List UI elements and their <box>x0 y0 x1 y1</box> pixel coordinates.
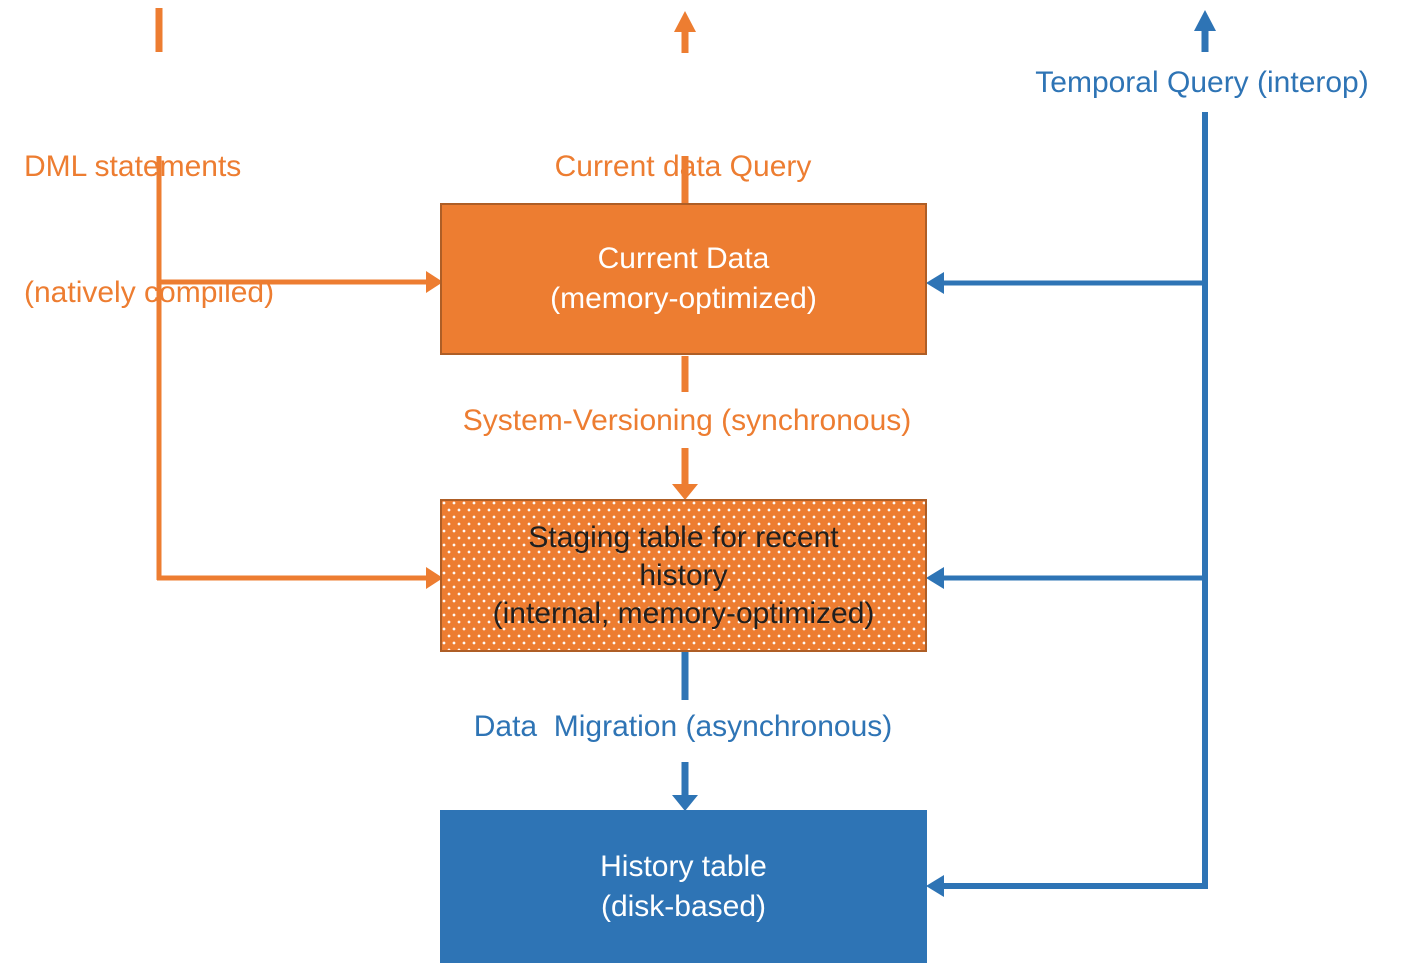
staging-table-box-line1: Staging table for recent <box>528 520 839 554</box>
history-table-box-line1: History table <box>600 849 767 883</box>
history-table-box: History table (disk-based) <box>440 810 927 963</box>
temporal-branch-to-history-arrowhead-icon <box>926 875 944 897</box>
history-table-box-line2: (disk-based) <box>600 889 767 923</box>
temporal-branch-to-current-arrowhead-icon <box>926 272 944 294</box>
current-data-box-line1: Current Data <box>597 242 770 275</box>
dml-branch-to-staging-arrowhead-icon <box>426 567 443 589</box>
system-versioning-label: System-Versioning (synchronous) <box>462 404 912 437</box>
temporal-connector-group <box>926 10 1216 897</box>
dml-statements-label: DML statements (natively compiled) <box>24 62 274 398</box>
current-query-up-arrowhead-icon <box>674 11 696 32</box>
current-query-connector-group <box>674 11 696 204</box>
temporal-up-arrowhead-icon <box>1194 10 1216 31</box>
temporal-branch-to-staging-arrowhead-icon <box>926 567 944 589</box>
staging-table-box-line2: history <box>639 558 728 592</box>
current-data-box-line2: (memory-optimized) <box>550 282 817 315</box>
system-versioning-connector-group <box>672 356 698 500</box>
dml-connector-group <box>155 8 443 589</box>
dml-statements-label-line1: DML statements <box>24 150 242 183</box>
versioning-down-arrowhead-icon <box>672 484 698 500</box>
temporal-query-label: Temporal Query (interop) <box>1035 66 1369 99</box>
staging-table-box-line3: (internal, memory-optimized) <box>492 596 875 630</box>
data-migration-label: Data Migration (asynchronous) <box>473 710 893 743</box>
migration-down-arrowhead-icon <box>672 795 698 811</box>
current-data-query-label-line1: Current data Query <box>554 150 812 183</box>
current-data-box: Current Data (memory-optimized) <box>440 203 927 355</box>
dml-branch-to-current-arrowhead-icon <box>426 271 443 293</box>
dml-statements-label-line2: (natively compiled) <box>24 276 275 309</box>
staging-table-box: Staging table for recent history (intern… <box>440 499 927 652</box>
data-migration-connector-group <box>672 652 698 811</box>
